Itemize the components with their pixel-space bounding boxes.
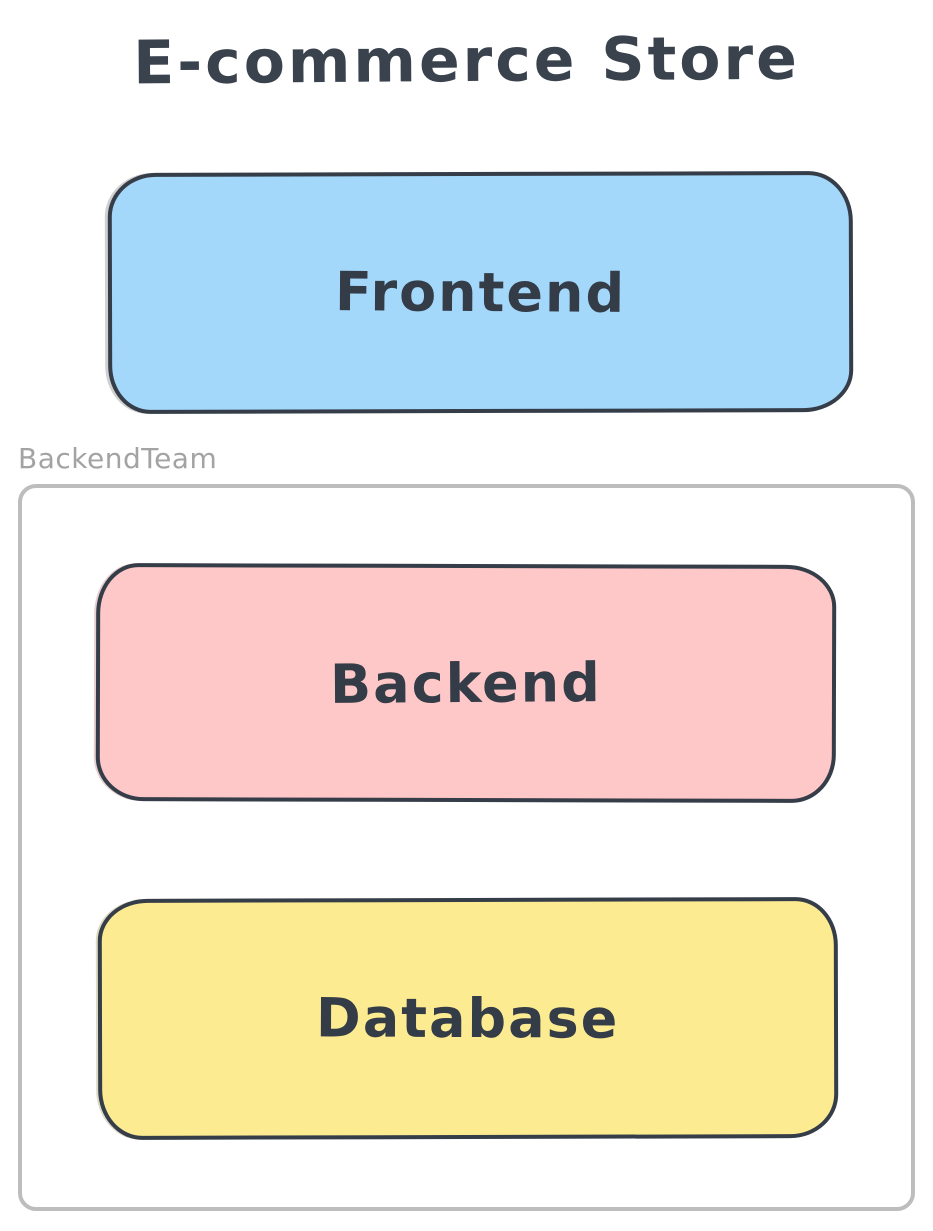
node-frontend-label: Frontend: [334, 260, 627, 325]
node-database: Database: [97, 897, 839, 1140]
node-backend-label: Backend: [329, 650, 603, 716]
diagram-title: E-commerce Store: [132, 23, 801, 99]
cluster-backendteam-label: BackendTeam: [18, 442, 218, 475]
node-backend: Backend: [95, 563, 837, 803]
node-frontend: Frontend: [107, 171, 854, 414]
node-database-label: Database: [316, 986, 620, 1051]
cluster-backendteam: Backend Database: [18, 484, 915, 1211]
